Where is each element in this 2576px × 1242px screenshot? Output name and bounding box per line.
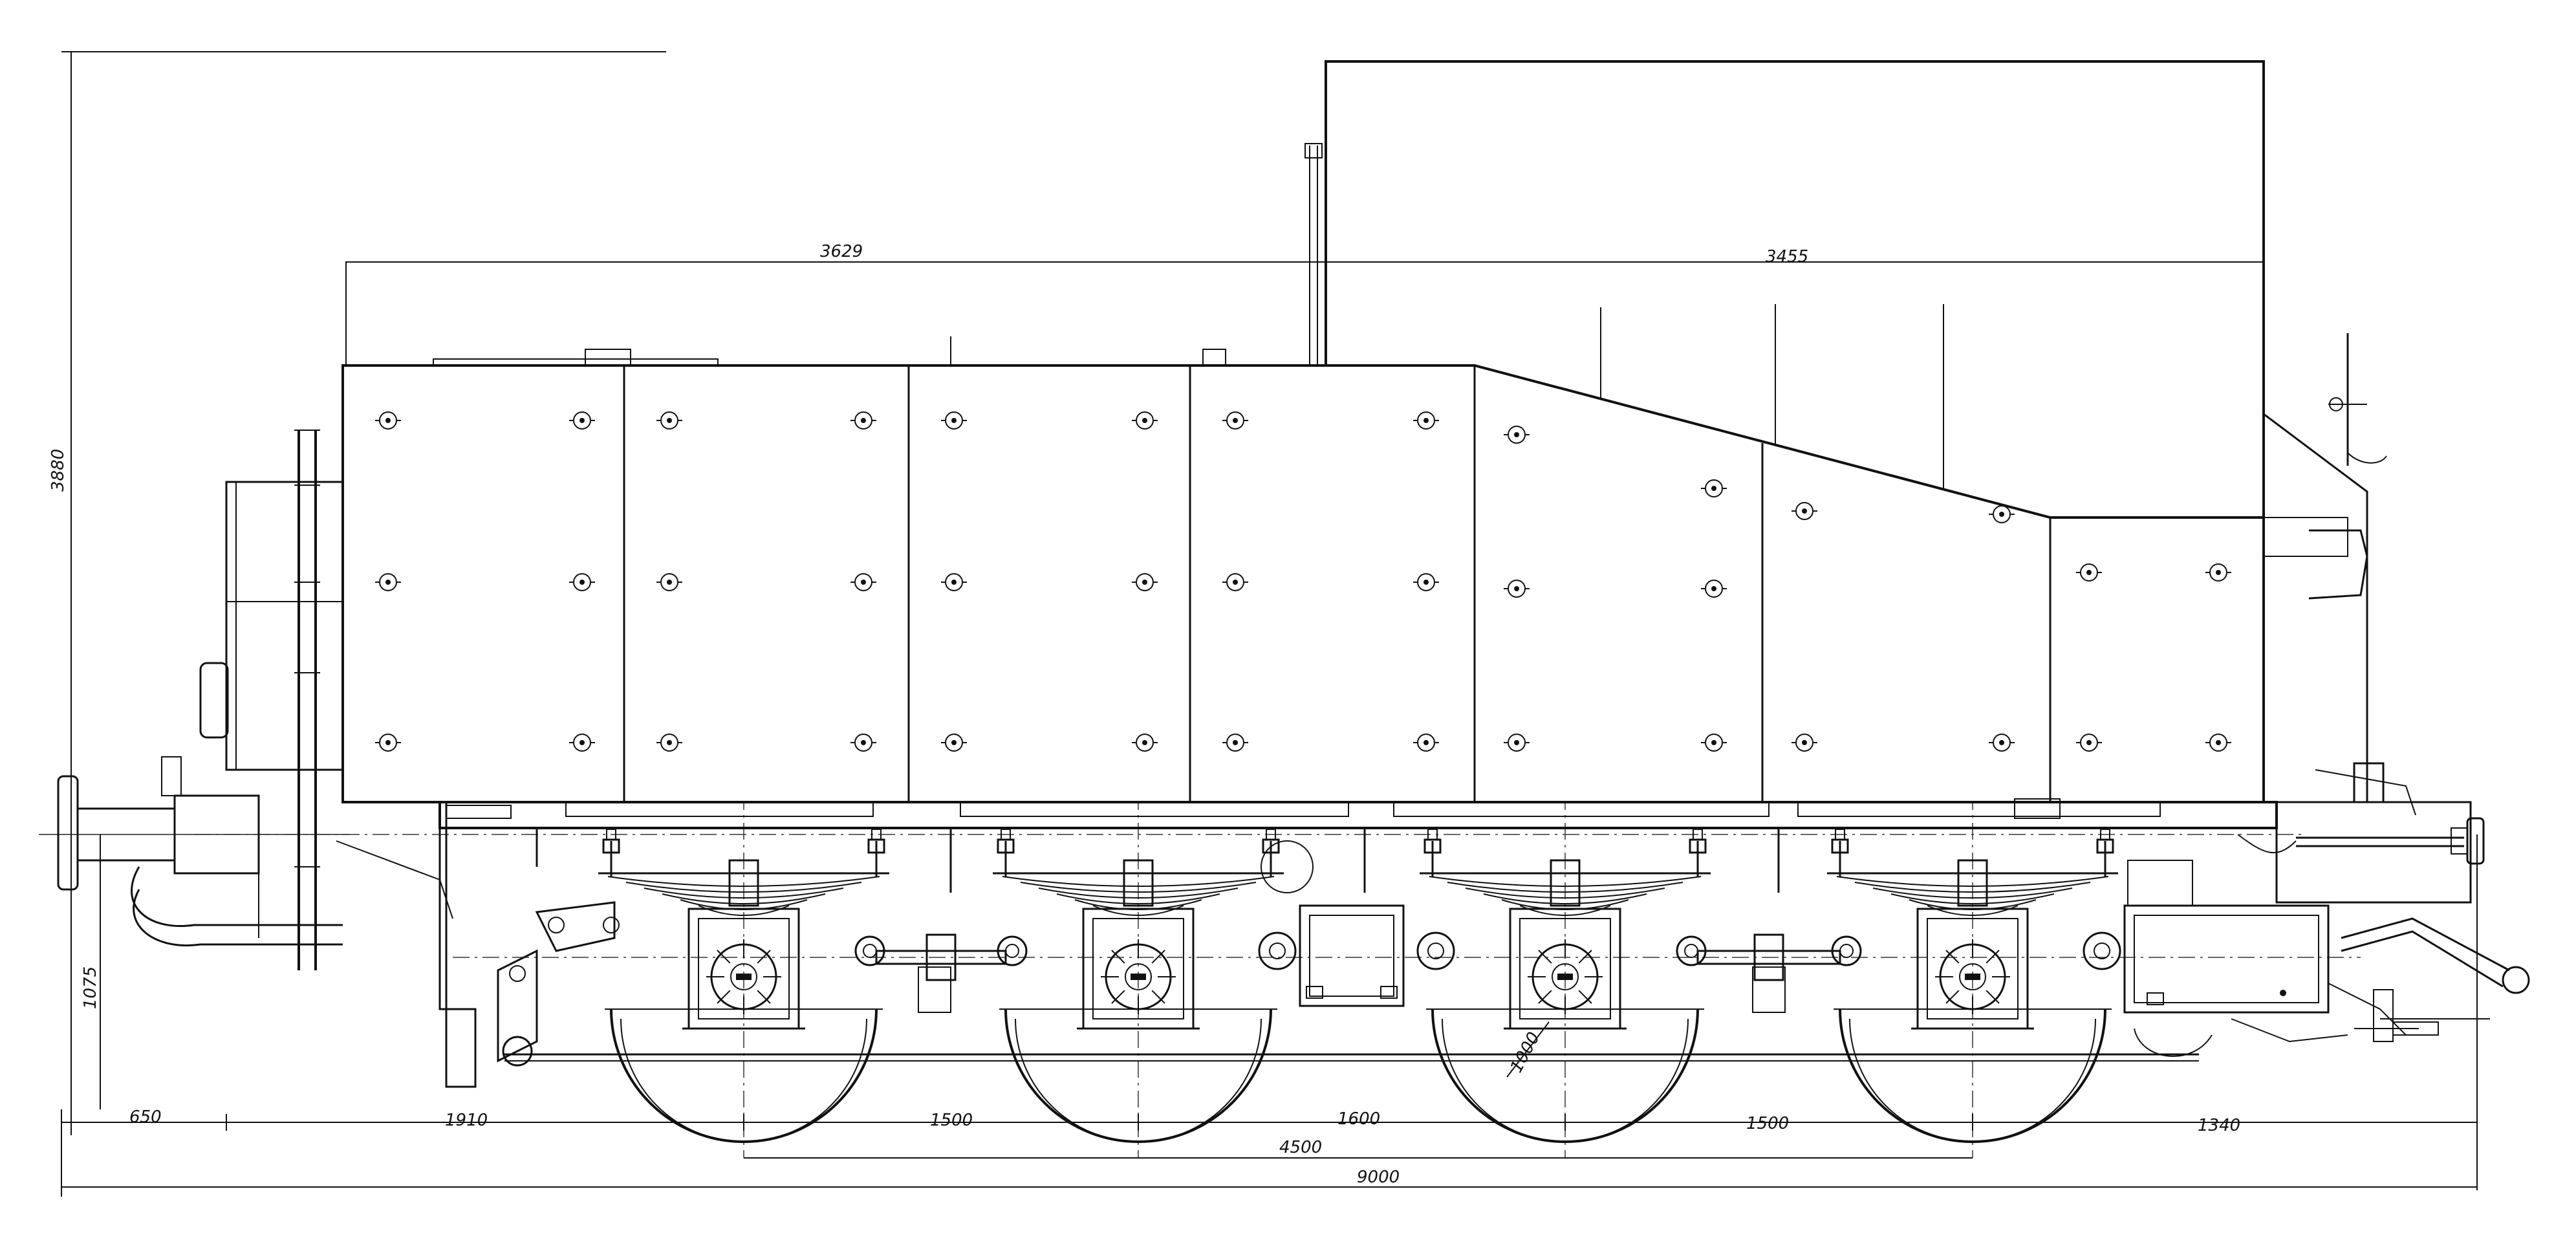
rivet-marker bbox=[656, 411, 682, 430]
end-brackets bbox=[497, 840, 2121, 1067]
axle-suspension-2 bbox=[993, 829, 1284, 1030]
rivet-marker bbox=[2205, 563, 2231, 582]
rivet-marker bbox=[941, 573, 967, 591]
dim-front-to-axle: 1910 bbox=[445, 1111, 488, 1130]
water-tank bbox=[341, 261, 2265, 803]
dim-total-height: 3880 bbox=[49, 449, 68, 492]
rivet-marker bbox=[1222, 734, 1248, 752]
dim-total-length: 9000 bbox=[1357, 1168, 1400, 1187]
rivet-marker bbox=[1989, 734, 2015, 752]
rivet-marker bbox=[2076, 563, 2102, 582]
dim-wheel-diameter: 1000 bbox=[1507, 1029, 1544, 1076]
front-end-equipment bbox=[57, 430, 477, 1088]
rivet-marker bbox=[941, 411, 967, 430]
axle-suspension-1 bbox=[598, 829, 1028, 1030]
rivet-marker bbox=[1132, 734, 1158, 752]
axle-suspension-3 bbox=[1420, 829, 1862, 1030]
rivet-marker bbox=[1989, 505, 2015, 523]
rivet-marker bbox=[1791, 734, 1817, 752]
plate-rivets bbox=[375, 411, 2231, 752]
rivet-marker bbox=[1222, 411, 1248, 430]
dimension-labels: 3629 3455 3880 1075 650 1910 1500 1600 1… bbox=[49, 242, 2240, 1187]
rivet-marker bbox=[1701, 479, 1727, 497]
rivet-marker bbox=[1504, 426, 1530, 444]
rivet-marker bbox=[1132, 573, 1158, 591]
bogie-suspension bbox=[497, 829, 2121, 1067]
dim-front-overhang: 650 bbox=[129, 1107, 162, 1127]
rivet-marker bbox=[375, 734, 401, 752]
rivet-marker bbox=[850, 411, 876, 430]
rivet-marker bbox=[375, 573, 401, 591]
rivet-marker bbox=[656, 573, 682, 591]
rivet-marker bbox=[850, 573, 876, 591]
rivet-marker bbox=[1701, 580, 1727, 598]
dimension-lines bbox=[61, 256, 2478, 1197]
rivet-marker bbox=[2205, 734, 2231, 752]
rivet-marker bbox=[1504, 580, 1530, 598]
rivet-marker bbox=[1413, 734, 1439, 752]
rivet-marker bbox=[1413, 573, 1439, 591]
dim-bogie-centers: 4500 bbox=[1279, 1138, 1322, 1157]
rivet-marker bbox=[1791, 502, 1817, 520]
rivet-marker bbox=[656, 734, 682, 752]
rivet-marker bbox=[1701, 734, 1727, 752]
rivet-marker bbox=[1504, 734, 1530, 752]
dim-axle-1-2: 1500 bbox=[930, 1111, 973, 1130]
dim-upper-left: 3629 bbox=[820, 242, 863, 261]
dim-axle-3-4: 1500 bbox=[1746, 1114, 1789, 1133]
rivet-marker bbox=[375, 411, 401, 430]
rivet-marker bbox=[569, 411, 595, 430]
underframe bbox=[438, 798, 2330, 1062]
rivet-marker bbox=[1413, 411, 1439, 430]
wheelsets bbox=[605, 1008, 2112, 1143]
dim-buffer-height: 1075 bbox=[81, 966, 100, 1009]
rivet-marker bbox=[569, 734, 595, 752]
axle-suspension-4 bbox=[1827, 829, 2118, 1030]
rivet-marker bbox=[569, 573, 595, 591]
dim-rear-overhang: 1340 bbox=[2198, 1116, 2240, 1135]
rivet-marker bbox=[1222, 573, 1248, 591]
dim-axle-2-3: 1600 bbox=[1337, 1109, 1380, 1129]
rivet-marker bbox=[850, 734, 876, 752]
rivet-marker bbox=[941, 734, 967, 752]
rivet-marker bbox=[2076, 734, 2102, 752]
dim-upper-right: 3455 bbox=[1766, 247, 1808, 267]
rivet-marker bbox=[1132, 411, 1158, 430]
